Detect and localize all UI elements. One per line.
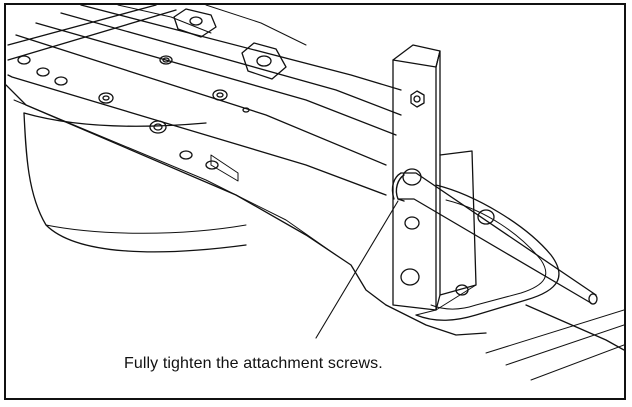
leader-line — [315, 200, 399, 339]
motor-housing — [23, 112, 247, 253]
base-mount — [385, 184, 624, 381]
figure-frame: Fully tighten the attachment screws. — [4, 3, 626, 400]
top-clamps — [173, 8, 287, 80]
mounting-bracket-icon — [392, 44, 495, 316]
hex-key-icon — [391, 172, 598, 305]
figure-caption: Fully tighten the attachment screws. — [124, 355, 383, 372]
plate-screw-holes — [17, 55, 250, 170]
rail-plate — [6, 5, 402, 306]
technical-illustration — [6, 5, 624, 381]
